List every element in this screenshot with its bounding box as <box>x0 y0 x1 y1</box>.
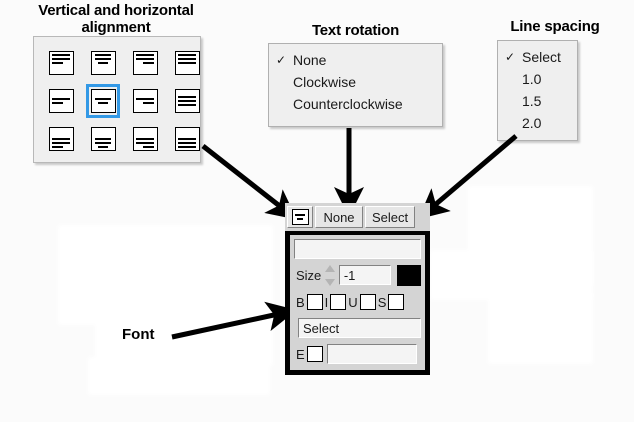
rotation-toolbar-button[interactable]: None <box>315 206 363 228</box>
strikethrough-group: S <box>376 294 405 310</box>
alignment-grid <box>40 44 208 158</box>
align-middle-center-cell[interactable] <box>82 82 124 120</box>
checkmark-icon: ✓ <box>504 50 516 64</box>
alignment-toolbar-button[interactable] <box>287 206 313 228</box>
align-bottom-justify-icon <box>174 127 200 151</box>
font-select-input[interactable]: Select <box>298 318 421 338</box>
effect-label: E <box>296 346 305 362</box>
font-panel: Size -1 B I U <box>285 231 430 375</box>
effect-checkbox[interactable] <box>306 346 323 362</box>
spinner-down-icon[interactable] <box>325 278 336 286</box>
underline-checkbox[interactable] <box>359 294 376 310</box>
spinner-up-icon[interactable] <box>325 264 336 272</box>
align-bottom-right-icon <box>132 127 158 151</box>
text-properties-widget: None Select Size -1 B <box>285 203 430 375</box>
spacing-option-1-0[interactable]: 1.0 <box>498 68 577 90</box>
bold-checkbox[interactable] <box>306 294 323 310</box>
align-top-right-icon <box>132 51 158 75</box>
callout-label-font: Font <box>122 326 155 343</box>
font-effect-row: E <box>294 343 421 365</box>
alignment-picker-panel[interactable] <box>33 36 201 163</box>
rotation-option-none[interactable]: ✓ None <box>269 49 442 71</box>
align-middle-right-cell[interactable] <box>124 82 166 120</box>
align-top-left-icon <box>48 51 74 75</box>
callout-title-alignment-line2: alignment <box>81 19 151 36</box>
italic-label: I <box>324 294 329 310</box>
spacing-option-label: 1.0 <box>522 71 542 87</box>
text-rotation-dropdown[interactable]: ✓ None Clockwise Counterclockwise <box>268 43 443 127</box>
effect-input[interactable] <box>326 344 417 364</box>
bold-label: B <box>296 294 305 310</box>
align-top-justify-cell[interactable] <box>166 44 208 82</box>
align-top-center-cell[interactable] <box>82 44 124 82</box>
background-block <box>88 357 270 395</box>
italic-checkbox[interactable] <box>330 294 347 310</box>
align-middle-left-cell[interactable] <box>40 82 82 120</box>
arrow-alignment <box>201 144 298 220</box>
strikethrough-checkbox[interactable] <box>388 294 405 310</box>
align-bottom-left-cell[interactable] <box>40 120 82 158</box>
align-middle-center-icon <box>291 209 309 225</box>
font-style-row: B I U S <box>294 291 421 313</box>
line-spacing-dropdown[interactable]: ✓ Select 1.0 1.5 2.0 <box>497 40 578 141</box>
callout-title-alignment-line1: Vertical and horizontal <box>38 2 194 19</box>
background-block <box>430 250 593 300</box>
font-name-row <box>294 239 421 259</box>
rotation-option-label: None <box>293 52 327 68</box>
bold-group: B <box>294 294 323 310</box>
strikethrough-label: S <box>377 294 387 310</box>
font-select-row: Select <box>294 317 421 339</box>
font-size-label: Size <box>296 267 322 283</box>
spacing-option-label: 2.0 <box>522 115 542 131</box>
font-size-row: Size -1 <box>294 263 421 287</box>
align-top-justify-icon <box>174 51 200 75</box>
rotation-option-label: Counterclockwise <box>293 96 403 112</box>
align-bottom-center-cell[interactable] <box>82 120 124 158</box>
align-top-right-cell[interactable] <box>124 44 166 82</box>
callout-title-alignment: Vertical and horizontal alignment <box>18 2 214 36</box>
spacing-option-label: 1.5 <box>522 93 542 109</box>
align-middle-justify-icon <box>174 89 200 113</box>
underline-label: U <box>348 294 358 310</box>
align-middle-right-icon <box>132 89 158 113</box>
spacing-option-select[interactable]: ✓ Select <box>498 46 577 68</box>
italic-group: I <box>323 294 347 310</box>
background-block <box>488 292 593 364</box>
checkmark-icon: ✓ <box>275 53 287 67</box>
callout-title-spacing: Line spacing <box>510 18 600 35</box>
spacing-option-2-0[interactable]: 2.0 <box>498 112 577 134</box>
rotation-option-label: Clockwise <box>293 74 357 90</box>
align-middle-center-icon <box>90 89 116 113</box>
font-color-swatch[interactable] <box>396 264 421 286</box>
widget-toolbar-row: None Select <box>285 203 430 231</box>
spacing-toolbar-button[interactable]: Select <box>365 206 416 228</box>
align-middle-left-icon <box>48 89 74 113</box>
align-bottom-justify-cell[interactable] <box>166 120 208 158</box>
align-bottom-right-cell[interactable] <box>124 120 166 158</box>
align-top-left-cell[interactable] <box>40 44 82 82</box>
rotation-option-clockwise[interactable]: Clockwise <box>269 71 442 93</box>
font-size-spinner[interactable] <box>324 264 336 286</box>
align-top-center-icon <box>90 51 116 75</box>
callout-title-rotation: Text rotation <box>311 22 400 39</box>
align-middle-justify-cell[interactable] <box>166 82 208 120</box>
spacing-option-1-5[interactable]: 1.5 <box>498 90 577 112</box>
rotation-option-counterclockwise[interactable]: Counterclockwise <box>269 93 442 115</box>
font-size-input[interactable]: -1 <box>338 265 391 285</box>
align-bottom-left-icon <box>48 127 74 151</box>
font-name-input[interactable] <box>294 239 421 259</box>
spacing-option-label: Select <box>522 49 561 65</box>
underline-group: U <box>346 294 376 310</box>
align-bottom-center-icon <box>90 127 116 151</box>
